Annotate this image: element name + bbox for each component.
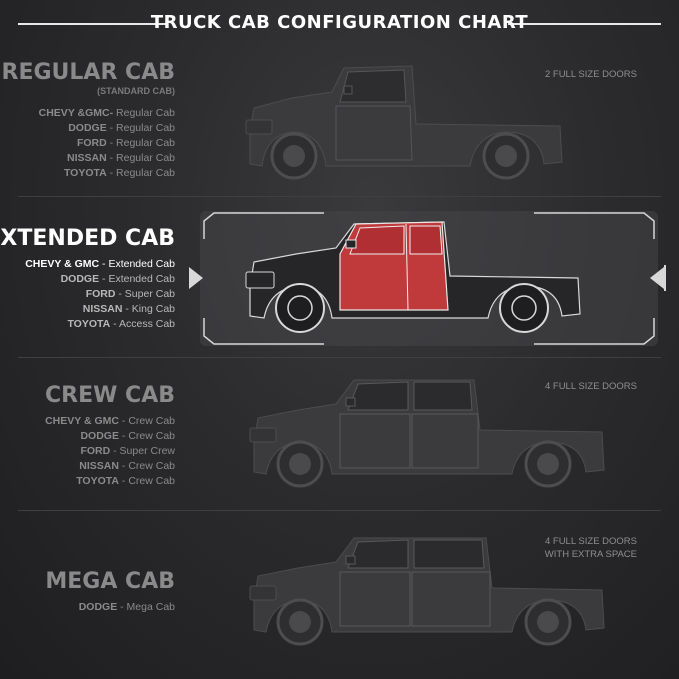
door-count: 2 FULL SIZE DOORS	[544, 69, 637, 80]
brand-row: CHEVY & GMC - Crew Cab	[45, 415, 175, 427]
cab-title: EXTENDED CAB	[0, 226, 175, 251]
brand-row: NISSAN - Regular Cab	[67, 152, 175, 164]
door-count: 4 FULL SIZE DOORS	[544, 381, 637, 392]
title-row: TRUCK CAB CONFIGURATION CHART	[0, 12, 679, 36]
frame-brackets	[203, 212, 655, 345]
brand-row: FORD - Super Cab	[85, 288, 175, 300]
brand-row: DODGE - Crew Cab	[80, 430, 175, 442]
brand-row: NISSAN - Crew Cab	[79, 460, 175, 472]
brand-row: DODGE - Mega Cab	[78, 601, 175, 613]
cab-title: REGULAR CAB	[1, 60, 175, 85]
cab-title: MEGA CAB	[45, 569, 175, 594]
door-count: 4 FULL SIZE DOORS WITH EXTRA SPACE	[545, 535, 637, 561]
arrow-right-icon	[189, 267, 203, 289]
brand-row: DODGE - Regular Cab	[68, 122, 175, 134]
regular-cab-truck-illustration	[245, 65, 563, 180]
divider-1	[18, 196, 661, 197]
crew-cab-truck-illustration	[249, 379, 605, 488]
cab-title: CREW CAB	[45, 383, 175, 408]
brand-row: CHEVY & GMC - Extended Cab	[25, 258, 175, 270]
brand-row: TOYOTA - Crew Cab	[76, 475, 175, 487]
arrow-left-icon	[650, 265, 666, 291]
brand-list: CHEVY & GMC - Extended Cab DODGE - Exten…	[25, 257, 175, 332]
divider-2	[18, 357, 661, 358]
brand-row: FORD - Regular Cab	[76, 137, 175, 149]
door-count-line-2: WITH EXTRA SPACE	[544, 549, 637, 560]
brand-list: DODGE - Mega Cab	[79, 600, 175, 615]
extended-cab-truck-illustration	[245, 221, 581, 333]
title-rule-left	[18, 23, 166, 25]
brand-row: CHEVY &GMC- Regular Cab	[38, 107, 175, 119]
mega-cab-truck-illustration	[249, 537, 605, 646]
divider-3	[18, 510, 661, 511]
cab-subtitle: (STANDARD CAB)	[97, 86, 175, 96]
brand-list: CHEVY &GMC- Regular Cab DODGE - Regular …	[39, 106, 175, 181]
brand-row: DODGE - Extended Cab	[60, 273, 175, 285]
brand-row: NISSAN - King Cab	[82, 303, 175, 315]
title-rule-right	[508, 23, 661, 25]
page-title: TRUCK CAB CONFIGURATION CHART	[150, 12, 529, 33]
door-count-line-1: 4 FULL SIZE DOORS	[544, 536, 637, 547]
brand-row: TOYOTA - Access Cab	[67, 318, 175, 330]
brand-row: FORD - Super Crew	[80, 445, 175, 457]
brand-list: CHEVY & GMC - Crew Cab DODGE - Crew Cab …	[45, 414, 175, 489]
brand-row: TOYOTA - Regular Cab	[63, 167, 175, 179]
